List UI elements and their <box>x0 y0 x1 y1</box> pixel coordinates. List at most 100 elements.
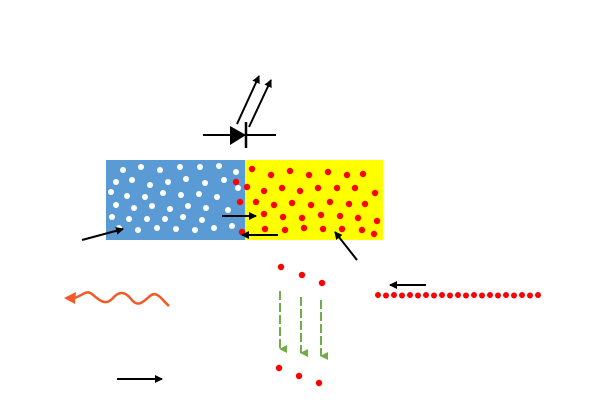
hole-dot <box>277 263 285 271</box>
hole-dot <box>351 184 359 192</box>
hole-dot <box>288 199 296 207</box>
hole-dot <box>319 225 327 233</box>
hole-dot <box>236 198 244 206</box>
electron-dot <box>109 214 115 220</box>
hole-dot <box>519 292 525 298</box>
hole-dot <box>248 165 256 173</box>
diode-symbol-icon <box>203 122 276 148</box>
hole-dot <box>361 200 369 208</box>
hole-dot <box>336 212 344 220</box>
electron-dot <box>108 189 114 195</box>
electron-dot <box>131 205 137 211</box>
hole-dot <box>267 171 275 179</box>
electron-dot <box>160 190 166 196</box>
hole-dot <box>275 364 283 372</box>
electron-dot <box>197 164 203 170</box>
n-region-pointer-arrow <box>81 226 124 241</box>
hole-dot <box>314 184 322 192</box>
hole-dot <box>318 279 326 287</box>
electron-dot <box>157 167 163 173</box>
electron-dot <box>129 177 135 183</box>
electron-dot <box>185 203 191 209</box>
hole-dot <box>431 292 437 299</box>
hole-dot <box>260 187 268 195</box>
recombination-arrows <box>279 291 328 360</box>
electron-dot <box>138 164 144 170</box>
electron-dot <box>229 223 235 229</box>
hole-dot <box>300 224 308 232</box>
hole-dot <box>487 292 493 298</box>
electron-dot <box>214 194 220 200</box>
hole-dot <box>471 292 477 298</box>
hole-dot <box>278 184 286 192</box>
hole-dot <box>298 271 306 279</box>
electron-dot <box>216 163 222 169</box>
hole-dot <box>270 201 278 209</box>
hole-dot <box>511 292 517 299</box>
hole-dot <box>232 178 240 186</box>
hole-dot <box>423 292 429 298</box>
hole-dot <box>535 292 541 298</box>
hole-dot <box>359 170 367 178</box>
electron-dot <box>180 214 186 220</box>
hole-dot <box>503 292 509 298</box>
electron-dot <box>142 194 148 200</box>
hole-dot <box>333 184 341 192</box>
hole-dot <box>455 292 461 298</box>
electron-dot <box>113 202 119 208</box>
electron-dot <box>149 203 155 209</box>
electron-dot <box>113 179 119 185</box>
electron-dot <box>235 185 241 191</box>
hole-dot <box>415 292 421 299</box>
electron-dot <box>221 177 227 183</box>
hole-dot <box>281 226 289 234</box>
electron-dot <box>135 227 141 233</box>
hole-row <box>375 292 541 299</box>
hole-dot <box>370 230 378 238</box>
hole-dot <box>479 292 485 299</box>
electron-dot <box>126 216 132 222</box>
hole-dot <box>383 292 389 299</box>
hole-dot <box>338 225 346 233</box>
electron-dot <box>173 226 179 232</box>
electron-dot <box>124 193 130 199</box>
hole-dot <box>305 171 313 179</box>
hole-dot <box>243 183 251 191</box>
hole-dot <box>260 210 268 218</box>
electron-dot <box>165 179 171 185</box>
hole-dot <box>358 226 366 234</box>
hole-dot <box>371 189 379 197</box>
hole-dot <box>375 292 381 298</box>
hole-dot <box>373 217 381 225</box>
electron-dot <box>192 227 198 233</box>
electron-dot <box>147 182 153 188</box>
electron-dot <box>203 205 209 211</box>
hole-dot <box>315 379 323 387</box>
hole-dot <box>447 292 453 299</box>
electron-dot <box>196 191 202 197</box>
recombination-holes <box>275 263 326 387</box>
electron-dot <box>233 169 239 175</box>
hole-dot <box>296 187 304 195</box>
hole-dot <box>295 372 303 380</box>
electron-dot <box>177 164 183 170</box>
hole-dot <box>298 214 306 222</box>
hole-dot <box>439 292 445 298</box>
electron-dot <box>183 176 189 182</box>
electron-dot <box>120 167 126 173</box>
electron-dot <box>162 216 168 222</box>
p-region-pointer-arrow <box>334 231 358 261</box>
hole-dot <box>399 292 405 299</box>
hole-dot <box>463 292 469 299</box>
hole-dot <box>495 292 501 299</box>
hole-dot <box>286 167 294 175</box>
hole-dot <box>324 168 332 176</box>
hole-dot <box>279 213 287 221</box>
electron-carriers <box>108 163 241 233</box>
hole-dot <box>343 171 351 179</box>
photon-wave-icon <box>64 291 170 307</box>
hole-dot <box>407 292 413 298</box>
hole-dot <box>326 198 334 206</box>
hole-dot <box>317 211 325 219</box>
